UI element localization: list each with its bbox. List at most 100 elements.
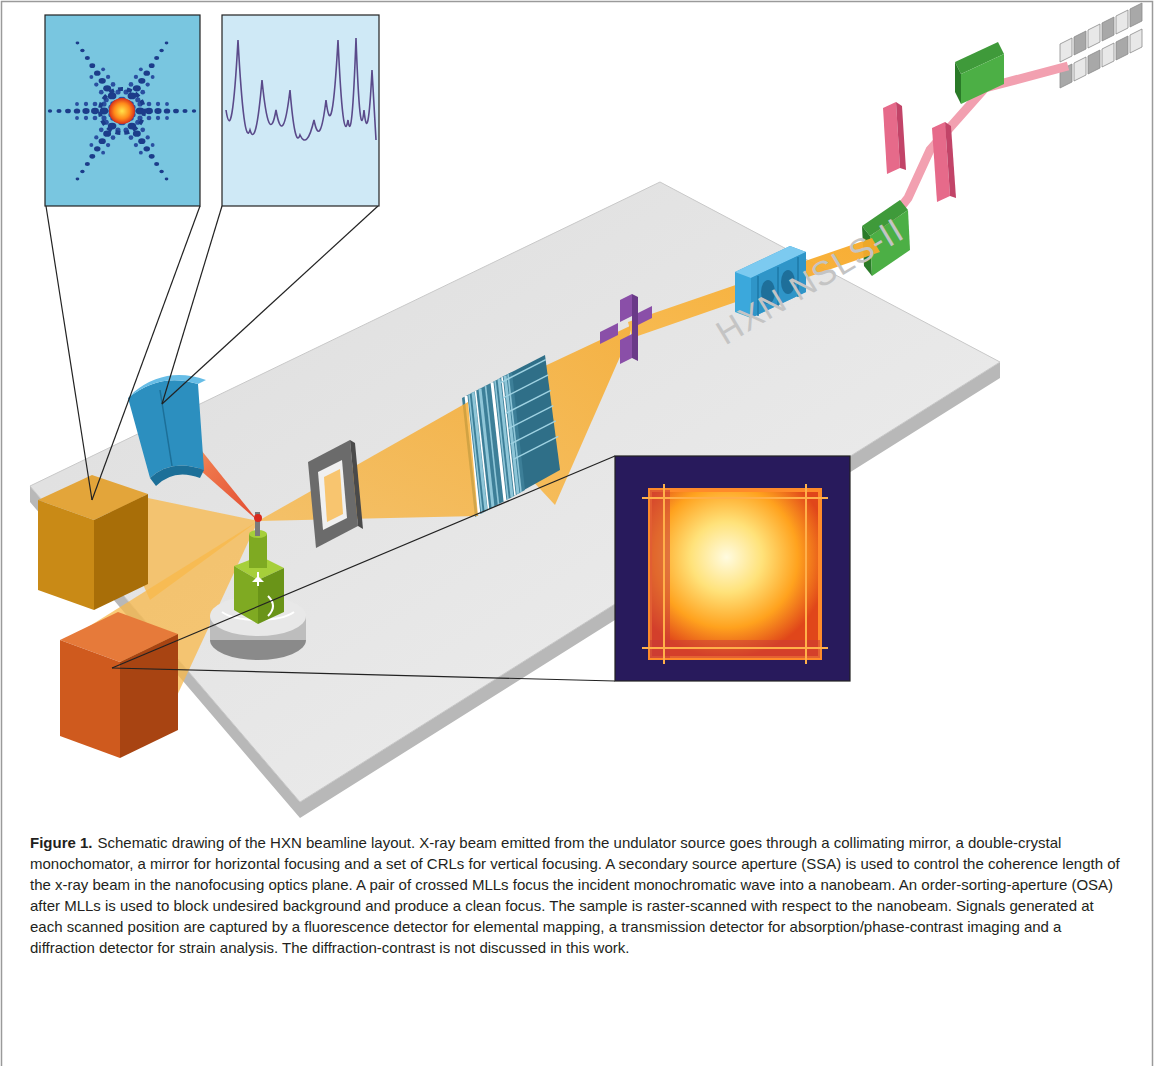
leader-line-part — [162, 206, 378, 404]
diffraction-spot — [146, 82, 150, 86]
optical-table — [30, 182, 1000, 818]
sample-stage-part — [249, 534, 267, 568]
diffraction-spot — [91, 108, 99, 114]
diffraction-spot — [48, 109, 52, 113]
diffraction-spot — [146, 135, 150, 139]
undulator-source-part — [1060, 38, 1072, 62]
diffraction-spot — [192, 109, 196, 113]
undulator-source-part — [1074, 57, 1086, 81]
leader-line-part — [112, 456, 615, 668]
diffraction-spot — [149, 154, 155, 159]
diffraction-spot — [156, 102, 160, 106]
sample-stage-part — [254, 514, 262, 522]
leader-line-part — [112, 668, 615, 681]
figure-caption: Schematic drawing of the HXN beamline la… — [30, 834, 1120, 956]
fluorescence-detector-part — [160, 390, 172, 466]
transmission-inset-part — [650, 490, 820, 658]
sample-stage-part — [268, 596, 273, 616]
diffraction-spot — [99, 138, 106, 144]
undulator-source-part — [1116, 10, 1128, 34]
diffraction-inset-part — [45, 15, 200, 206]
diffraction-spot — [133, 85, 141, 91]
undulator-source-part — [1088, 24, 1100, 48]
diffraction-spot — [101, 67, 105, 71]
sample-stage-part — [258, 568, 284, 624]
spectrum-inset — [222, 15, 379, 206]
x-ray-beam-part — [258, 402, 478, 521]
diffraction-spot — [89, 63, 95, 68]
leader-line-part — [92, 206, 200, 500]
diffraction-spot — [76, 41, 80, 44]
mll-lenses-part — [466, 360, 558, 515]
collimating-mirror-part — [955, 62, 961, 104]
diffraction-spot — [165, 178, 169, 181]
diffraction-spot — [84, 116, 88, 120]
diffraction-spot — [144, 71, 151, 76]
diffraction-spot — [182, 109, 187, 113]
diffraction-ring — [100, 89, 144, 133]
diffraction-spot — [99, 90, 104, 95]
monochromator-crystals-part — [896, 102, 906, 170]
mll-stripe — [486, 386, 499, 505]
diffraction-spot — [140, 90, 145, 95]
diffraction-spot — [128, 92, 137, 99]
diffraction-spot — [151, 143, 155, 147]
diffraction-spot — [80, 170, 84, 174]
diffraction-spot — [147, 102, 152, 107]
diffraction-spot — [173, 109, 179, 114]
transmission-inset — [615, 456, 850, 681]
diffraction-spot — [89, 143, 93, 147]
diffraction-detector-part — [94, 494, 148, 610]
undulator-source-part — [1130, 3, 1142, 27]
diffraction-spot — [94, 146, 101, 151]
undulator-source-part — [1116, 36, 1128, 60]
diffraction-spot — [99, 78, 106, 84]
diffraction-spot — [134, 75, 138, 79]
transmission-inset-part — [805, 484, 807, 664]
diffraction-spot — [154, 56, 159, 60]
transmission-detector-part — [60, 640, 120, 758]
collimating-mirror — [955, 42, 1004, 104]
spectrum-curve — [226, 38, 376, 140]
secondary-source-aperture-part — [632, 294, 638, 361]
diffraction-spot — [85, 162, 90, 166]
sample-stage-part — [252, 576, 264, 582]
diffraction-spot — [82, 108, 89, 114]
diffraction-spot — [74, 108, 81, 113]
diffraction-detector-part — [38, 500, 94, 610]
diffraction-spot — [139, 151, 143, 155]
diffraction-spot — [85, 56, 90, 60]
diffraction-spot — [89, 75, 93, 79]
diffraction-spot — [93, 102, 98, 107]
diffraction-spot — [84, 102, 88, 106]
leader-line — [46, 206, 615, 681]
diffraction-spot — [111, 82, 116, 87]
figure-number: Figure 1. — [30, 834, 93, 851]
diffraction-spot — [134, 143, 138, 147]
diffraction-spot — [129, 135, 134, 140]
mll-stripe — [492, 382, 505, 500]
secondary-source-aperture-part — [620, 294, 632, 322]
spectrum-inset-part — [222, 15, 379, 206]
diffraction-spot — [99, 127, 104, 132]
monochromator-crystals-part — [945, 122, 956, 198]
collimating-mirror-part — [961, 54, 1004, 104]
diffraction-inset-part — [109, 98, 135, 124]
mll-stripe — [480, 389, 493, 508]
diffraction-spot — [138, 78, 145, 84]
diffraction-spot — [156, 116, 160, 120]
undulator-source-part — [1074, 31, 1086, 55]
mll-stripe — [513, 436, 558, 459]
order-sorting-aperture-part — [318, 460, 347, 530]
transmission-inset-part — [663, 484, 665, 664]
diffraction-spot — [165, 102, 169, 106]
diffraction-spot — [65, 109, 71, 114]
undulator-source-part — [1130, 29, 1142, 53]
diffraction-spot — [93, 116, 98, 121]
diffraction-spot — [101, 151, 105, 155]
diffraction-spot — [80, 49, 84, 53]
diffraction-detector — [38, 475, 148, 610]
diffraction-spot — [94, 71, 101, 76]
